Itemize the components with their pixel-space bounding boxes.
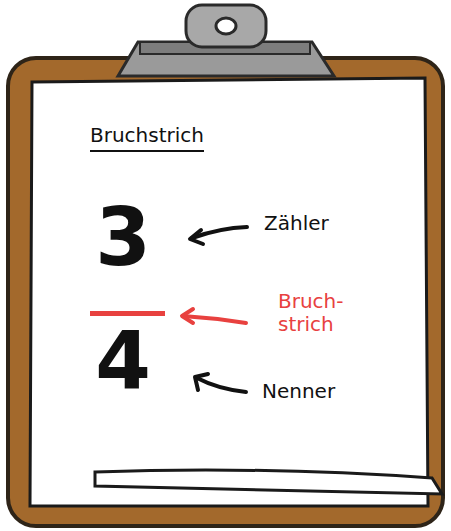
leader-arrow (197, 378, 246, 392)
part-label: Zähler (264, 212, 329, 235)
paper-sheet (30, 78, 428, 506)
fraction-bar (90, 311, 165, 316)
arrow-head (190, 230, 203, 244)
part-label: Bruch- strich (278, 290, 344, 336)
numerator-digit: 3 (92, 198, 154, 278)
arrow-head (182, 309, 193, 323)
part-label: Nenner (262, 380, 335, 403)
clip-hole (216, 18, 236, 34)
clip-ring (186, 5, 266, 47)
denominator-digit: 4 (92, 322, 154, 402)
clipboard-board (8, 58, 443, 526)
diagram-title: Bruchstrich (90, 124, 204, 152)
arrow-head (195, 374, 208, 390)
paper-curl (95, 470, 442, 494)
